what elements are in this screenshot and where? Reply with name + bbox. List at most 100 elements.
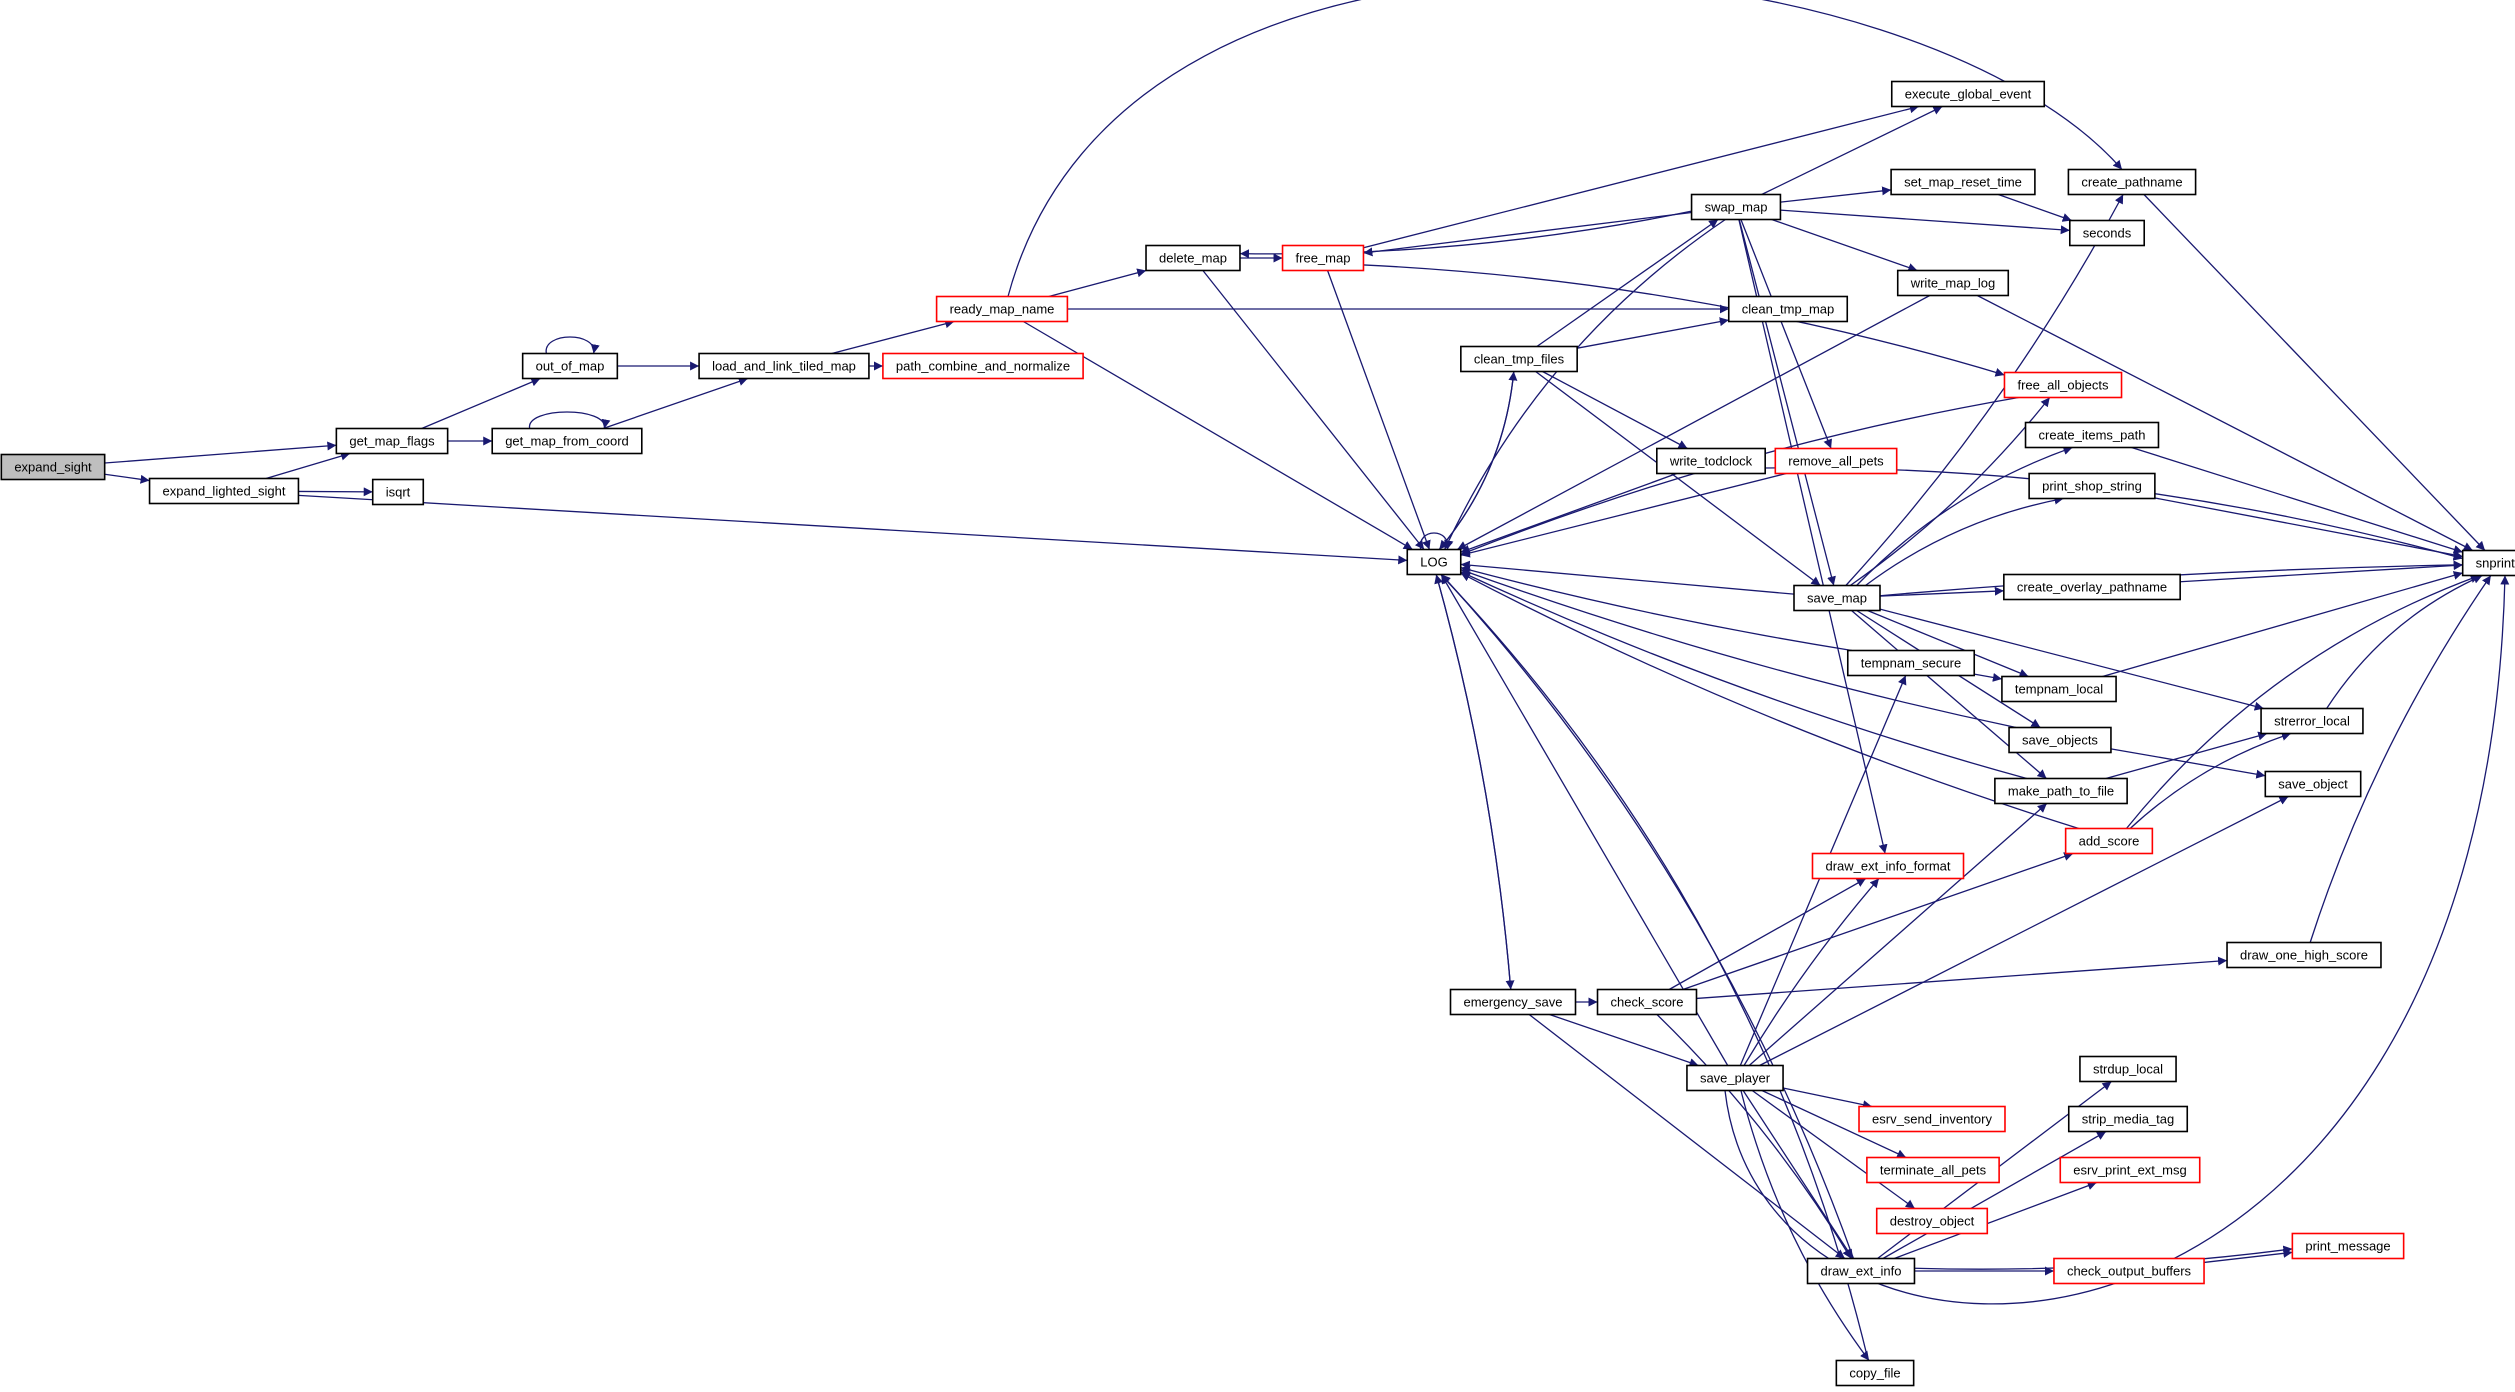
node-tempnam-secure[interactable]: tempnam_secure <box>1846 649 1976 677</box>
node-write-map-log[interactable]: write_map_log <box>1896 269 2010 297</box>
node-swap-map[interactable]: swap_map <box>1690 193 1782 221</box>
node-label: create_overlay_pathname <box>2017 580 2167 595</box>
node-label: tempnam_local <box>2015 682 2103 697</box>
node-box <box>2008 726 2112 754</box>
node-create-overlay-pathname[interactable]: create_overlay_pathname <box>2003 573 2181 601</box>
node-tempnam-local[interactable]: tempnam_local <box>2001 675 2117 703</box>
node-seconds[interactable]: seconds <box>2068 219 2146 247</box>
node-emergency-save[interactable]: emergency_save <box>1449 988 1577 1016</box>
node-box <box>882 352 1084 380</box>
node-label: draw_ext_info <box>1821 1264 1902 1279</box>
node-box <box>1835 1359 1915 1387</box>
node-expand-sight[interactable]: expand_sight <box>0 453 106 481</box>
node-print-message[interactable]: print_message <box>2291 1232 2405 1260</box>
node-save-objects[interactable]: save_objects <box>2008 726 2112 754</box>
node-expand-lighted-sight[interactable]: expand_lighted_sight <box>148 477 300 505</box>
node-box <box>2079 1055 2177 1083</box>
node-free-map[interactable]: free_map <box>1281 244 1365 272</box>
node-label: free_all_objects <box>2017 378 2109 393</box>
node-box <box>371 478 425 506</box>
node-box <box>2264 770 2362 798</box>
node-create-items-path[interactable]: create_items_path <box>2024 421 2160 449</box>
node-label: out_of_map <box>536 359 605 374</box>
edge-ready-map-name-to-LOG <box>1023 320 1413 551</box>
node-box <box>1460 345 1578 373</box>
node-box <box>1866 1156 2000 1184</box>
edge-create-pathname-to-snprintf <box>2143 194 2486 551</box>
edge-add-score-to-strerror-local <box>2129 732 2292 829</box>
node-snprintf[interactable]: snprintf <box>2461 549 2515 577</box>
edge-create-overlay-pathname-to-snprintf <box>2180 561 2463 583</box>
node-copy-file[interactable]: copy_file <box>1835 1359 1915 1387</box>
node-label: set_map_reset_time <box>1904 175 2022 190</box>
node-strip-media-tag[interactable]: strip_media_tag <box>2067 1105 2189 1133</box>
node-box <box>2461 549 2515 577</box>
edge-make-path-to-file-to-strerror-local <box>2105 731 2268 780</box>
node-free-all-objects[interactable]: free_all_objects <box>2003 371 2123 399</box>
node-label: seconds <box>2083 226 2132 241</box>
node-box <box>1806 1257 1916 1285</box>
node-box <box>2291 1232 2405 1260</box>
node-clean-tmp-files[interactable]: clean_tmp_files <box>1460 345 1578 373</box>
node-draw-ext-info-format[interactable]: draw_ext_info_format <box>1811 852 1965 880</box>
edge-check-score-to-draw-ext-info-format <box>1668 877 1867 991</box>
node-box <box>1811 852 1965 880</box>
node-save-object[interactable]: save_object <box>2264 770 2362 798</box>
node-execute-global-event[interactable]: execute_global_event <box>1890 80 2046 108</box>
node-set-map-reset-time[interactable]: set_map_reset_time <box>1890 168 2036 196</box>
node-box <box>1406 548 1462 576</box>
node-esrv-send-inventory[interactable]: esrv_send_inventory <box>1858 1105 2006 1133</box>
node-get-map-from-coord[interactable]: get_map_from_coord <box>491 427 643 455</box>
node-get-map-flags[interactable]: get_map_flags <box>335 427 449 455</box>
edge-swap-map-to-seconds <box>1780 209 2070 235</box>
edge-save-map-to-LOG <box>1460 560 1795 595</box>
node-box <box>1727 295 1849 323</box>
node-box <box>2059 1156 2201 1184</box>
node-remove-all-pets[interactable]: remove_all_pets <box>1774 447 1898 475</box>
edge-out-of-map-to-out-of-map <box>545 336 600 354</box>
node-destroy-object[interactable]: destroy_object <box>1875 1207 1989 1235</box>
edge-draw-one-high-score-to-snprintf <box>2309 575 2492 943</box>
node-draw-one-high-score[interactable]: draw_one_high_score <box>2226 941 2382 969</box>
node-esrv-print-ext-msg[interactable]: esrv_print_ext_msg <box>2059 1156 2201 1184</box>
node-add-score[interactable]: add_score <box>2064 827 2154 855</box>
node-check-output-buffers[interactable]: check_output_buffers <box>2053 1257 2205 1285</box>
node-box <box>2028 472 2156 500</box>
node-load-and-link-tiled-map[interactable]: load_and_link_tiled_map <box>698 352 870 380</box>
node-box <box>2003 371 2123 399</box>
node-box <box>1793 584 1881 612</box>
node-clean-tmp-map[interactable]: clean_tmp_map <box>1727 295 1849 323</box>
node-write-todclock[interactable]: write_todclock <box>1656 447 1766 475</box>
node-isqrt[interactable]: isqrt <box>371 478 425 506</box>
node-save-player[interactable]: save_player <box>1686 1064 1784 1092</box>
node-label: draw_ext_info_format <box>1825 859 1950 874</box>
edge-ready-map-name-to-delete-map <box>1048 268 1147 298</box>
node-log[interactable]: LOG <box>1406 548 1462 576</box>
node-check-score[interactable]: check_score <box>1596 988 1698 1016</box>
node-strdup-local[interactable]: strdup_local <box>2079 1055 2177 1083</box>
node-box <box>1896 269 2010 297</box>
node-path-combine-and-normalize[interactable]: path_combine_and_normalize <box>882 352 1084 380</box>
node-draw-ext-info[interactable]: draw_ext_info <box>1806 1257 1916 1285</box>
node-save-map[interactable]: save_map <box>1793 584 1881 612</box>
node-strerror-local[interactable]: strerror_local <box>2260 707 2364 735</box>
node-label: write_todclock <box>1669 454 1753 469</box>
node-ready-map-name[interactable]: ready_map_name <box>935 295 1069 323</box>
edge-save-player-to-draw-ext-info <box>1742 1090 1854 1259</box>
node-make-path-to-file[interactable]: make_path_to_file <box>1994 777 2128 805</box>
node-label: check_score <box>1611 995 1684 1010</box>
node-label: save_objects <box>2022 733 2098 748</box>
node-box <box>1656 447 1766 475</box>
edge-free-map-to-free-all-objects <box>1363 264 2005 377</box>
node-print-shop-string[interactable]: print_shop_string <box>2028 472 2156 500</box>
node-label: load_and_link_tiled_map <box>712 359 856 374</box>
node-delete-map[interactable]: delete_map <box>1145 244 1241 272</box>
edge-get-map-flags-to-out-of-map <box>421 377 541 430</box>
node-out-of-map[interactable]: out_of_map <box>521 352 619 380</box>
node-create-pathname[interactable]: create_pathname <box>2067 168 2197 196</box>
edge-swap-map-to-write-map-log <box>1771 218 1918 272</box>
edge-get-map-from-coord-to-load-and-link-tiled-map <box>602 377 749 430</box>
node-terminate-all-pets[interactable]: terminate_all_pets <box>1866 1156 2000 1184</box>
edge-expand-sight-to-get-map-flags <box>104 441 337 464</box>
node-label: tempnam_secure <box>1861 656 1961 671</box>
